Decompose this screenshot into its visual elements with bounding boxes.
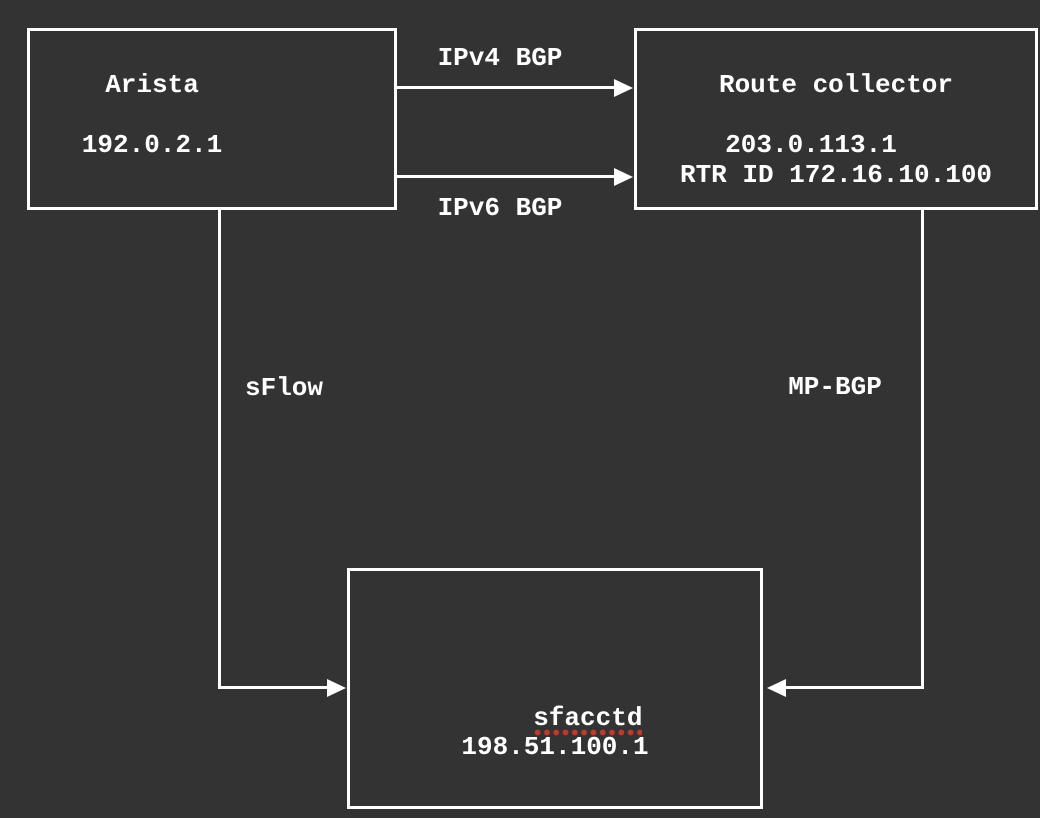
edge-sflow-horizontal-line <box>218 686 327 689</box>
edge-ipv6-bgp-line <box>397 175 614 178</box>
node-route-collector: Route collector 203.0.113.1 RTR ID 172.1… <box>634 28 1038 210</box>
node-arista-ip: 192.0.2.1 <box>81 130 223 160</box>
node-route-collector-title: Route collector <box>718 70 954 100</box>
edge-mp-bgp-label: MP-BGP <box>788 372 882 402</box>
node-sfacctd-title: sfacctd <box>533 703 643 736</box>
edge-ipv4-bgp-arrowhead-icon <box>614 79 633 97</box>
edge-ipv6-bgp-arrowhead-icon <box>614 168 633 186</box>
node-arista: Arista 192.0.2.1 <box>27 28 397 210</box>
edge-ipv6-bgp-label: IPv6 BGP <box>437 193 563 223</box>
node-sfacctd-title-line: sfacctd <box>336 673 746 766</box>
edge-sflow-vertical-line <box>218 210 221 689</box>
node-route-collector-rtr-id: RTR ID 172.16.10.100 <box>679 160 993 190</box>
node-sfacctd-ip: 198.51.100.1 <box>461 732 649 762</box>
edge-mp-bgp-vertical-line <box>921 210 924 689</box>
node-sfacctd: sfacctd 198.51.100.1 <box>347 568 763 809</box>
edge-mp-bgp-horizontal-line <box>786 686 924 689</box>
edge-mp-bgp-arrowhead-icon <box>767 679 786 697</box>
node-route-collector-ip: 203.0.113.1 <box>725 130 897 160</box>
edge-ipv4-bgp-line <box>397 86 614 89</box>
node-arista-title: Arista <box>105 70 199 100</box>
edge-sflow-arrowhead-icon <box>327 679 346 697</box>
edge-ipv4-bgp-label: IPv4 BGP <box>437 43 563 73</box>
edge-sflow-label: sFlow <box>244 373 323 403</box>
